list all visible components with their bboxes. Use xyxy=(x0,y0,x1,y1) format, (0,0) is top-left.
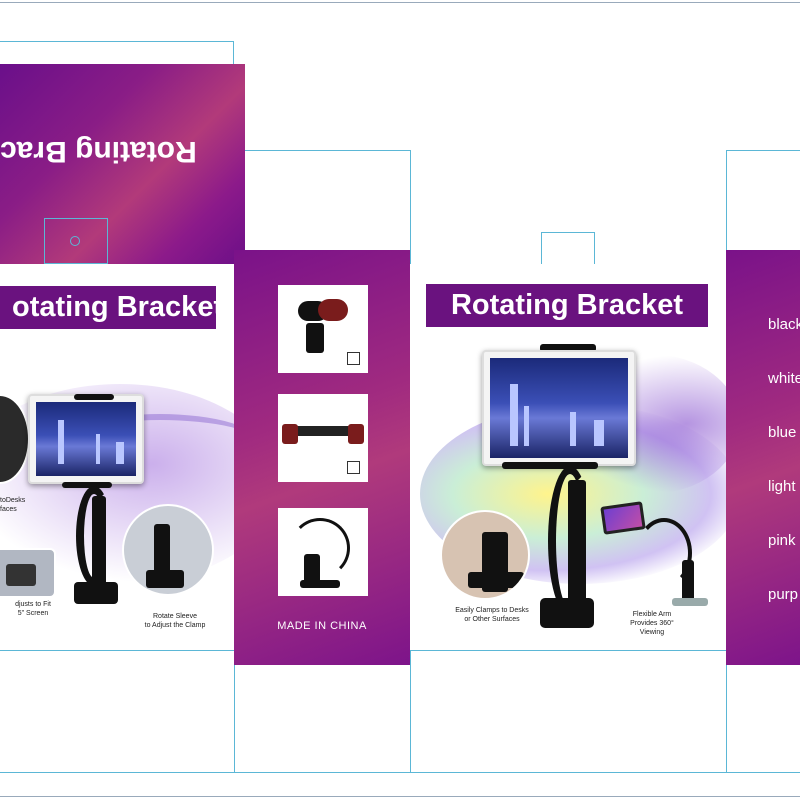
front-panel-title: Rotating Bracket xyxy=(426,284,708,327)
side-panel: MADE IN CHINA xyxy=(234,250,410,665)
holder-thumbnail xyxy=(278,394,368,482)
front-panel: Rotating Bracket Easily Clamps to Desks … xyxy=(410,264,726,650)
flexible-arm-post xyxy=(682,560,694,606)
stand-post xyxy=(568,480,586,606)
dieline xyxy=(233,41,234,71)
flap-slot xyxy=(44,218,108,264)
color-option: purp xyxy=(768,586,799,603)
flap-hole xyxy=(70,236,80,246)
clamp-caption: toDesks faces xyxy=(0,497,26,513)
arm-thumbnail xyxy=(278,508,368,596)
color-option: blue xyxy=(768,424,797,441)
clamp-closeup-image xyxy=(440,510,530,600)
top-flap-title: Rotating Brac xyxy=(0,135,197,168)
phone-image xyxy=(600,501,646,535)
dieline xyxy=(0,772,800,773)
swirl-graphic xyxy=(60,414,234,474)
clamp-caption: Easily Clamps to Desks or Other Surfaces xyxy=(455,607,529,623)
color-option: light xyxy=(768,478,796,495)
right-side-panel: black white blue light pink purp xyxy=(726,250,800,665)
top-border-line xyxy=(0,2,800,3)
top-flap: Rotating Brac xyxy=(0,64,245,264)
stand-post xyxy=(92,496,106,586)
tablet-holder xyxy=(74,394,114,400)
dieline xyxy=(245,150,410,151)
color-option: pink xyxy=(768,532,796,549)
option-checkbox[interactable] xyxy=(347,461,360,474)
left-panel: otating Bracket toDesks faces djusts to … xyxy=(0,264,234,650)
made-in-label: MADE IN CHINA xyxy=(277,620,367,632)
tablet-image xyxy=(28,394,144,484)
clamp-base xyxy=(540,598,594,628)
clamp-base xyxy=(74,582,118,604)
desk-edge xyxy=(672,598,708,606)
rotate-caption: Rotate Sleeve to Adjust the Clamp xyxy=(144,613,206,629)
holder-bar xyxy=(62,482,112,488)
rotate-sleeve-image xyxy=(122,504,214,596)
flexible-arm-image xyxy=(636,518,692,588)
dieline xyxy=(0,41,234,42)
option-checkbox[interactable] xyxy=(347,352,360,365)
holder-bar xyxy=(502,462,598,469)
dieline xyxy=(726,150,800,151)
arm-caption: Flexible Arm Provides 360° Viewing xyxy=(630,611,674,636)
clamp-thumbnail xyxy=(278,285,368,373)
tablet-holder xyxy=(540,344,596,352)
adjust-caption: djusts to Fit 5" Screen xyxy=(15,601,51,617)
color-option: black xyxy=(768,316,800,333)
left-panel-title: otating Bracket xyxy=(0,286,223,329)
bottom-border-line xyxy=(0,796,800,797)
screen-adjust-image xyxy=(0,548,56,598)
tablet-image xyxy=(482,350,636,466)
color-option: white xyxy=(768,370,800,387)
